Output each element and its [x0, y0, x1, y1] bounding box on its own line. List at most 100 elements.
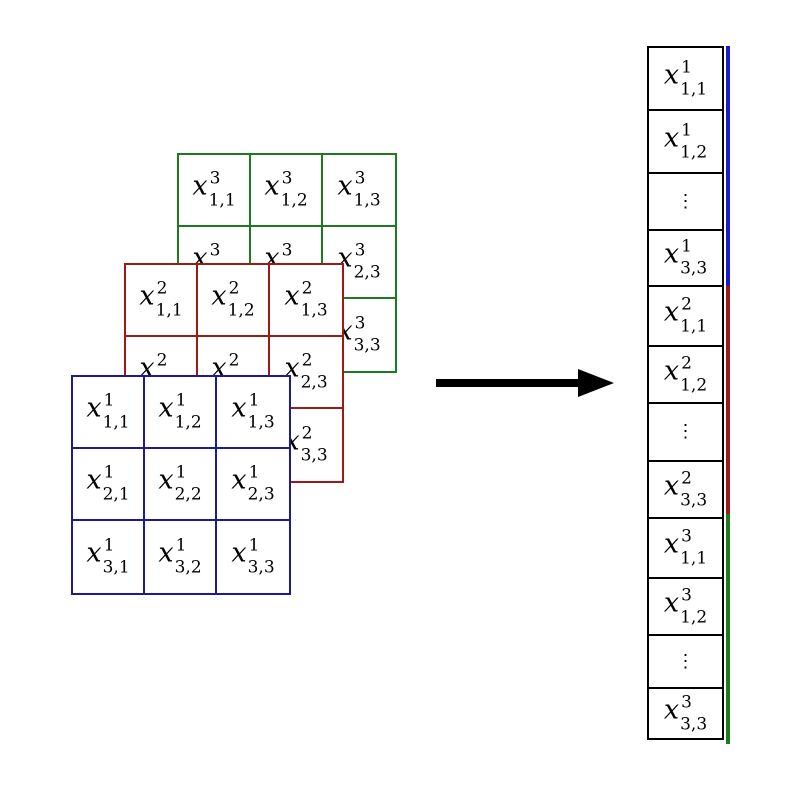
variable-symbol: x [663, 296, 680, 328]
channel-superscript: 1 [175, 462, 187, 483]
variable-symbol: x [158, 537, 174, 569]
flatten-arrow [436, 369, 614, 397]
channel-superscript: 1 [175, 535, 187, 556]
channel-superscript: 3 [209, 168, 221, 189]
position-subscript: 1,2 [227, 300, 255, 321]
variable-symbol: x [663, 238, 680, 270]
channel-superscript: 3 [281, 168, 293, 189]
variable-symbol: x [86, 537, 102, 569]
position-subscript: 3,3 [680, 714, 708, 734]
position-subscript: 1,2 [680, 142, 708, 162]
position-subscript: 2,1 [102, 484, 130, 505]
position-subscript: 2,2 [174, 484, 202, 505]
position-subscript: 1,1 [208, 190, 236, 211]
vector-entry: ⋮ [647, 172, 724, 229]
vector-entry: ⋮ [647, 634, 724, 687]
channel-1-bar [726, 46, 730, 286]
position-subscript: 1,1 [680, 316, 708, 337]
variable-symbol: x [337, 170, 353, 202]
channel-superscript: 1 [103, 390, 115, 411]
position-subscript: 1,1 [102, 412, 130, 433]
variable-symbol: x [663, 694, 680, 725]
channel-superscript: 3 [281, 240, 293, 261]
arrow-head [578, 369, 614, 397]
variable-symbol: x [231, 392, 247, 424]
vector-entry: ⋮ [647, 402, 724, 460]
position-subscript: 3,2 [174, 557, 202, 578]
variable-symbol: x [139, 352, 155, 384]
position-subscript: 1,1 [680, 79, 708, 99]
position-subscript: 1,3 [247, 412, 275, 433]
channel-superscript: 2 [681, 294, 692, 315]
channel-superscript: 3 [681, 692, 692, 712]
position-subscript: 1,2 [280, 190, 308, 211]
channel-superscript: 3 [354, 313, 366, 334]
channel-superscript: 2 [228, 350, 240, 371]
variable-symbol: x [192, 170, 208, 202]
variable-symbol: x [284, 280, 300, 312]
position-subscript: 3,3 [247, 557, 275, 578]
position-subscript: 1,3 [300, 300, 328, 321]
channel-superscript: 2 [301, 278, 313, 299]
variable-symbol: x [158, 392, 174, 424]
channel-superscript: 2 [681, 468, 692, 488]
channel-superscript: 3 [354, 240, 366, 261]
channel-superscript: 2 [301, 423, 313, 444]
ellipsis: ⋮ [676, 650, 695, 672]
channel-2-bar [726, 286, 730, 514]
channel-superscript: 1 [103, 535, 115, 556]
position-subscript: 2,3 [300, 372, 328, 393]
position-subscript: 3,3 [680, 258, 708, 279]
variable-symbol: x [86, 392, 102, 424]
variable-symbol: x [211, 352, 227, 384]
ellipsis: ⋮ [676, 421, 695, 442]
variable-symbol: x [231, 537, 247, 569]
channel-3-bar [726, 514, 730, 744]
